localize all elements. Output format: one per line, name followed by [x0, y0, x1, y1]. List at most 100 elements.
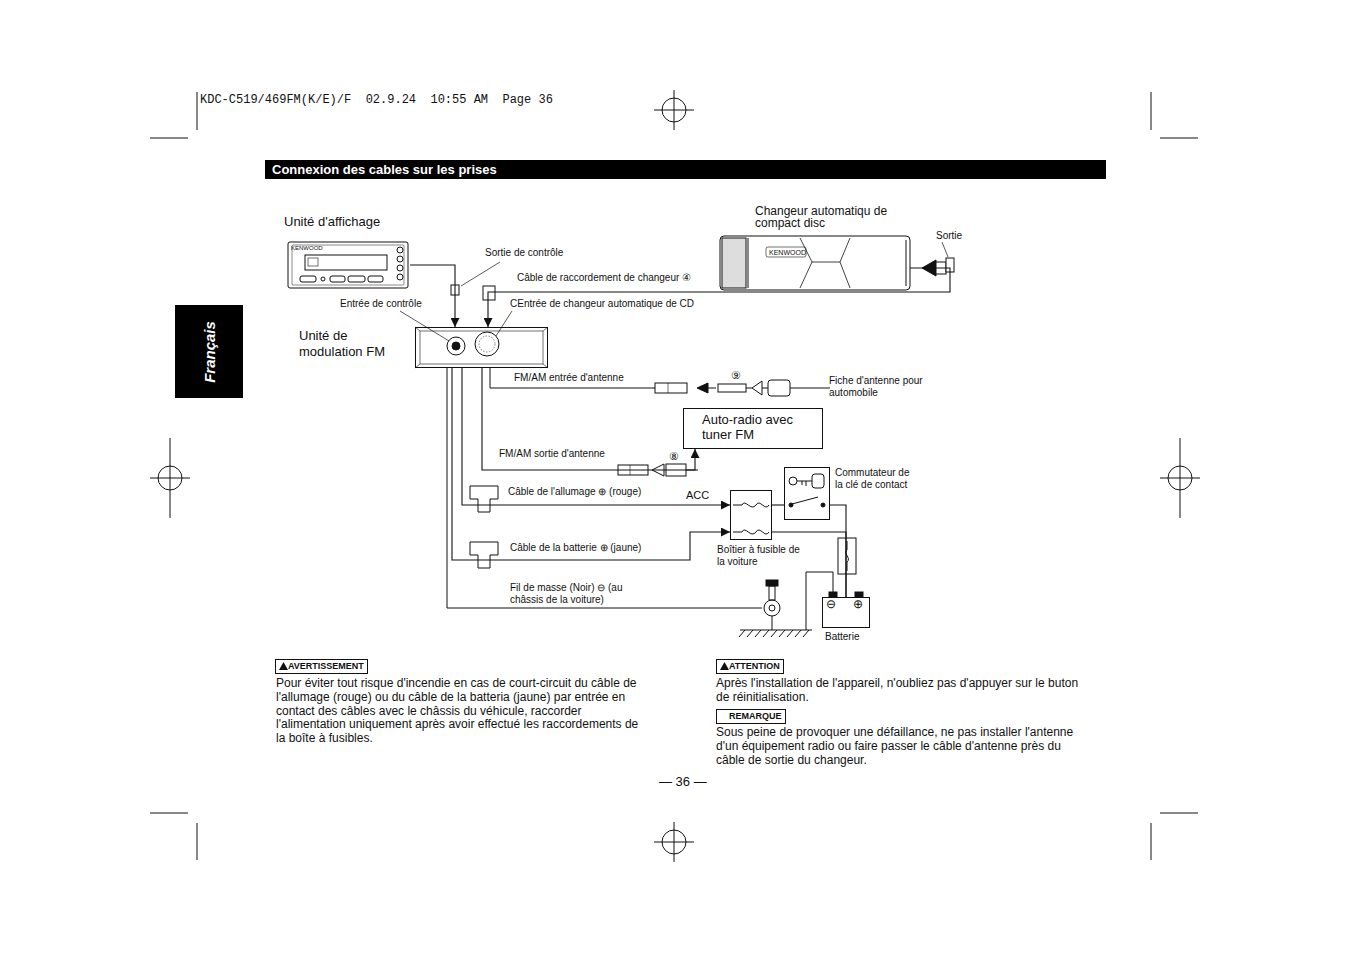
- ground-wire: [769, 586, 775, 600]
- cable-name: Fil de masse (Noir) ⊖ (au châssis de la …: [510, 582, 640, 605]
- page-number: — 36 —: [659, 775, 707, 790]
- display-unit-drawing: [397, 265, 403, 271]
- display-unit: Unité d'affichage: [284, 214, 410, 290]
- cd-changer-drawing: [748, 238, 906, 288]
- node-label: Changeur automatiqu de compact disc: [755, 205, 895, 229]
- fm-modulator-details: [447, 337, 465, 355]
- cd-changer-drawing: [942, 242, 948, 257]
- key-switch-symbol: [789, 477, 797, 485]
- leader-lines: [400, 311, 449, 341]
- warning-icons: [720, 662, 729, 670]
- leader-lines: [461, 262, 500, 286]
- note-text: Après l'installation de l'appareil, n'ou…: [716, 677, 1091, 705]
- cd-changer-drawing: [800, 238, 850, 288]
- cable-name: Câble de raccordement de changeur ④: [517, 272, 691, 284]
- caution-badge: ATTENTION: [716, 659, 784, 674]
- cable-name: FM/AM sortie d'antenne: [497, 448, 607, 460]
- fuse-box: Boîtier à fusible de la voiture: [730, 490, 772, 540]
- display-unit-drawing: [288, 242, 408, 288]
- wire-connector: [772, 532, 846, 597]
- crop-marks: [150, 90, 1200, 862]
- node-label: Unité de modulation FM: [299, 328, 404, 359]
- display-unit-drawing: [330, 276, 345, 282]
- node-label: Boîtier à fusible de la voiture: [717, 544, 807, 568]
- warning-badge: AVERTISSEMENT: [275, 659, 368, 674]
- crop-marks: [654, 90, 694, 130]
- note-text: Sous peine de provoquer une défaillance,…: [716, 726, 1091, 767]
- antenna-input-wire: [655, 383, 687, 393]
- wire-connector: [772, 504, 784, 505]
- wire-connector: [452, 368, 730, 560]
- display-unit-drawing: [397, 274, 403, 280]
- note-badge: REMARQUE: [716, 709, 786, 724]
- cd-changer-drawing: [720, 236, 954, 290]
- antenna-input-wire: [490, 368, 830, 396]
- wire-connector: [488, 268, 950, 327]
- display-unit-drawing: [397, 256, 403, 262]
- node-label: Commutateur de la clé de contact: [835, 467, 915, 491]
- cable-name: FM/AM entrée d'antenne: [514, 372, 624, 384]
- port-name: Sortie: [936, 230, 962, 242]
- ground-wire: [740, 616, 812, 630]
- ground-wire: [764, 600, 780, 616]
- crop-marks: [654, 822, 694, 862]
- language-tab: Français: [175, 305, 243, 398]
- ground-wire: [447, 368, 762, 608]
- antenna-input-wire: [490, 368, 655, 388]
- warning-icons: [279, 662, 288, 670]
- fuse-box-symbols: [733, 503, 769, 534]
- port-name: Sortie de contrôle: [485, 247, 563, 259]
- antenna-input-wire: [718, 384, 746, 392]
- cable-name: Câble de l'allumage ⊕ (rouge): [506, 486, 643, 498]
- note-text: Pour éviter tout risque d'incendie en ca…: [276, 677, 641, 746]
- leader-lines: [496, 311, 512, 336]
- side-tab: [175, 305, 243, 398]
- wire-connector: [830, 505, 846, 597]
- key-switch-symbol: [797, 481, 812, 482]
- terminal-symbol: ⊖: [826, 598, 836, 612]
- fm-modulator-details: [415, 327, 548, 368]
- car-radio-box: Auto-radio avec tuner FM: [683, 408, 823, 449]
- display-unit-drawing: [292, 245, 404, 285]
- key-switch-symbol: [789, 474, 825, 507]
- ground-wire: [769, 605, 775, 611]
- ignition-switch-box: Commutateur de la clé de contact: [784, 467, 830, 520]
- fm-modulator-details: [475, 332, 499, 356]
- fm-modulator-details: [452, 342, 460, 350]
- port-name: Entrée de contrôle: [340, 298, 422, 310]
- cd-changer: Changeur automatiqu de compact disc: [720, 205, 910, 293]
- fm-modulator-box: Unité de modulation FM: [415, 327, 548, 368]
- brand-logo: KENWOOD: [769, 249, 806, 257]
- antenna-input-wire: [768, 380, 790, 396]
- terminal-name: ACC: [686, 489, 709, 502]
- display-unit-drawing: [321, 277, 325, 281]
- cd-changer-drawing: [766, 247, 806, 257]
- crop-marks: [150, 92, 1198, 860]
- node-label: Batterie: [825, 631, 885, 643]
- antenna-input-wire: [746, 388, 752, 389]
- cable-name: Câble de la batterie ⊕ (jaune): [508, 542, 643, 554]
- power-connectors: [470, 486, 498, 512]
- wire-connector: [462, 368, 730, 505]
- page-header: KDC-C519/469FM(K/E)/F 02.9.24 10:55 AM P…: [200, 94, 553, 108]
- wire-connector: [482, 368, 695, 470]
- antenna-input-wire: [697, 383, 708, 393]
- node-label: Auto-radio avec tuner FM: [684, 409, 802, 447]
- display-unit-drawing: [368, 276, 383, 282]
- cd-changer-drawing: [720, 236, 910, 290]
- display-unit-drawing: [300, 276, 316, 282]
- inline-fuse: [838, 538, 856, 574]
- wire-connector: [410, 265, 455, 327]
- cd-changer-drawing: [722, 238, 746, 288]
- crop-marks: [150, 438, 190, 518]
- key-switch-symbol: [812, 474, 824, 488]
- key-switch-symbol: [821, 503, 825, 507]
- terminal-symbol: ⊕: [853, 598, 863, 612]
- power-connectors: [470, 486, 498, 568]
- fm-modulator-details: [479, 336, 495, 352]
- antenna-input-wire: [790, 388, 830, 389]
- callout-number: ⑨: [731, 369, 741, 382]
